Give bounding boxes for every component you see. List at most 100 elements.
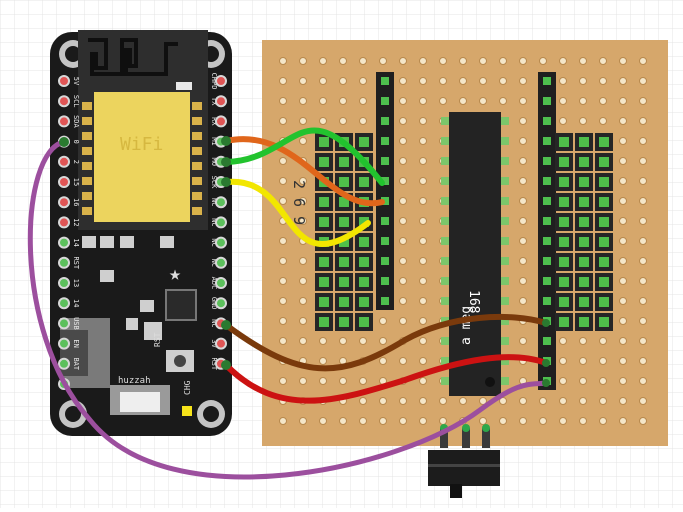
perf-hole	[639, 257, 647, 265]
perf-hole	[319, 97, 327, 105]
perf-hole	[299, 417, 307, 425]
socket-pin	[559, 177, 569, 187]
chip-pin	[501, 177, 509, 185]
header-strips	[376, 72, 556, 390]
perf-hole	[579, 77, 587, 85]
perf-hole	[399, 77, 407, 85]
perf-hole	[339, 117, 347, 125]
perf-hole	[379, 57, 387, 65]
socket-pin	[339, 317, 349, 327]
perf-hole	[299, 97, 307, 105]
chip-pin	[501, 337, 509, 345]
perf-hole	[579, 117, 587, 125]
module-pad	[192, 192, 202, 200]
header-pin	[543, 137, 551, 145]
socket-pin	[559, 297, 569, 307]
perf-hole	[459, 57, 467, 65]
perf-hole	[439, 97, 447, 105]
board-pin-left	[58, 176, 70, 188]
right-pin-label: RST	[210, 357, 218, 370]
socket-pin	[319, 217, 329, 227]
chip-pin	[501, 157, 509, 165]
socket-pin	[559, 137, 569, 147]
perf-hole	[619, 237, 627, 245]
perf-hole	[319, 117, 327, 125]
rst-label: RST	[153, 332, 162, 347]
board-pin-left	[58, 277, 70, 289]
perf-hole	[439, 417, 447, 425]
perf-hole	[299, 377, 307, 385]
perf-hole	[399, 397, 407, 405]
perf-hole	[419, 197, 427, 205]
chg-label: CHG	[183, 380, 192, 395]
perf-hole	[479, 397, 487, 405]
board-pin-left	[58, 357, 70, 370]
left-pin-label: EN	[72, 339, 80, 347]
perf-hole	[279, 237, 287, 245]
perf-hole	[419, 97, 427, 105]
perf-hole	[439, 77, 447, 85]
perf-hole	[299, 57, 307, 65]
module-pad	[82, 132, 92, 140]
module-pad	[82, 147, 92, 155]
socket-pin	[599, 277, 609, 287]
slide-switch[interactable]	[428, 424, 500, 498]
chip-pin	[441, 337, 449, 345]
perf-hole	[399, 277, 407, 285]
perf-hole	[299, 217, 307, 225]
perf-hole	[279, 317, 287, 325]
module-pad	[82, 192, 92, 200]
perf-hole	[359, 397, 367, 405]
perf-hole	[579, 377, 587, 385]
perf-hole	[419, 57, 427, 65]
socket-pin	[339, 257, 349, 267]
wire-endpoints	[59, 136, 550, 387]
header-pin	[543, 177, 551, 185]
header-pin	[381, 77, 389, 85]
socket-pin	[339, 157, 349, 167]
socket-pin	[579, 317, 589, 327]
chip-pin	[501, 217, 509, 225]
socket-pin	[599, 197, 609, 207]
socket-pin	[339, 217, 349, 227]
perf-hole	[579, 57, 587, 65]
perf-hole	[359, 377, 367, 385]
left-pin-label: 14	[72, 299, 80, 307]
perf-hole	[519, 337, 527, 345]
module-pad	[192, 177, 202, 185]
perf-hole	[299, 177, 307, 185]
right-pin-label: 3V	[210, 339, 218, 348]
header-pin	[381, 257, 389, 265]
chip-pin	[441, 137, 449, 145]
header-pin	[543, 337, 551, 345]
board-pin-right	[215, 216, 227, 229]
perf-hole	[399, 157, 407, 165]
socket-pin	[359, 257, 369, 267]
chip-pin	[501, 277, 509, 285]
perf-hole	[639, 137, 647, 145]
left-pin-label: 2	[72, 160, 80, 164]
perf-hole	[279, 257, 287, 265]
socket-pin	[579, 297, 589, 307]
perf-hole	[279, 197, 287, 205]
socket-pin	[599, 177, 609, 187]
perf-hole	[359, 77, 367, 85]
perf-hole	[619, 357, 627, 365]
header-pin	[381, 277, 389, 285]
socket-pin	[319, 297, 329, 307]
perf-hole	[419, 297, 427, 305]
perf-hole	[619, 77, 627, 85]
perf-hole	[539, 417, 547, 425]
chip-pin	[441, 177, 449, 185]
board-pin-right	[215, 256, 227, 269]
socket-pin	[579, 197, 589, 207]
perf-hole	[399, 117, 407, 125]
perf-hole	[339, 337, 347, 345]
perf-hole	[399, 357, 407, 365]
socket-pin	[319, 317, 329, 327]
perf-hole	[419, 337, 427, 345]
perf-hole	[639, 97, 647, 105]
chip-pin	[441, 237, 449, 245]
perf-hole	[379, 397, 387, 405]
perf-hole	[399, 237, 407, 245]
